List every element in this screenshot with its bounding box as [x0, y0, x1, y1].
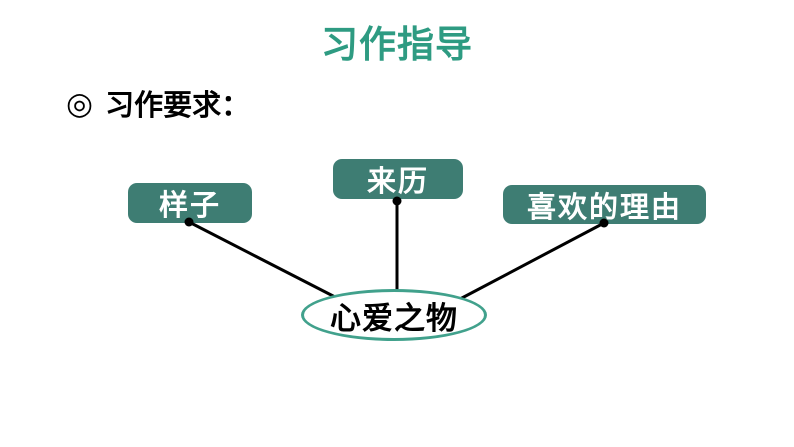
branch-node-reason-label: 喜欢的理由 — [526, 191, 682, 224]
branch-node-appearance: 样子 — [128, 183, 252, 223]
center-node-label: 心爱之物 — [330, 300, 458, 336]
branch-node-appearance-label: 样子 — [158, 190, 221, 222]
requirement-label: 习作要求： — [105, 90, 251, 122]
requirement-heading: ◎ 习作要求： — [66, 82, 250, 124]
branch-node-origin: 来历 — [333, 159, 463, 199]
branch-node-origin-label: 来历 — [366, 166, 429, 198]
branch-node-reason: 喜欢的理由 — [503, 185, 706, 224]
connector-line-reason — [459, 221, 605, 301]
slide-title: 习作指导 — [321, 24, 473, 65]
connector-line-appearance — [188, 220, 338, 300]
center-node: 心爱之物 — [301, 289, 487, 341]
double-circle-bullet-icon: ◎ — [66, 85, 94, 121]
